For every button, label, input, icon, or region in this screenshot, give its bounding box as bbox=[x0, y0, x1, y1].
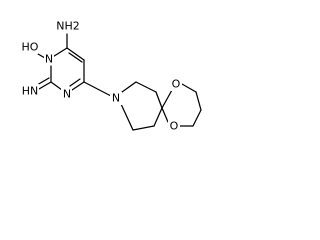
bond-npip-c-top bbox=[121, 81, 137, 93]
bond-c2-imine-double bbox=[36, 77, 50, 86]
bond-c6-npip bbox=[83, 81, 112, 97]
atom-n-ring: N bbox=[61, 88, 72, 101]
label-n-pip: N bbox=[112, 92, 120, 105]
bond-o-lower-spiro bbox=[161, 107, 169, 123]
bond-c4-c5-double bbox=[68, 52, 83, 63]
atom-n-pip: N bbox=[110, 92, 122, 105]
label-n-ring: N bbox=[63, 88, 71, 101]
atom-o-lower: O bbox=[168, 120, 180, 133]
label-nh2-top: NH2 bbox=[56, 20, 80, 33]
bond-spiro-o-upper bbox=[161, 89, 173, 109]
bond-c-bot-npip bbox=[120, 103, 134, 131]
atom-hn-imine: HN bbox=[22, 84, 39, 98]
bond-c2-imine bbox=[38, 81, 52, 90]
bond-n1-c2 bbox=[50, 81, 63, 91]
atom-o-upper: O bbox=[170, 78, 182, 91]
chemical-structure-diagram: NH2 N HO HN N N O O bbox=[21, 18, 202, 133]
label-hn-imine: HN bbox=[22, 85, 39, 98]
bond-c-botright-c-bot bbox=[132, 125, 155, 131]
bond-c-right-c bbox=[192, 109, 202, 127]
bond-n3-oh bbox=[37, 53, 46, 59]
atom-n-oh: N bbox=[44, 53, 54, 66]
bond-spiro-c-botright bbox=[153, 107, 163, 127]
bond-c4-c5 bbox=[66, 47, 85, 61]
bond-c-top-c-topright bbox=[135, 81, 157, 93]
bond-layer bbox=[36, 33, 202, 131]
label-oh: HO bbox=[22, 41, 39, 54]
atom-nh2-top: NH2 bbox=[56, 18, 80, 33]
bond-c6-n1-double bbox=[69, 78, 81, 87]
atom-layer: NH2 N HO HN N N O O bbox=[21, 18, 182, 133]
bond-c-topright-spiro bbox=[155, 91, 163, 109]
atom-oh: HO bbox=[21, 41, 39, 54]
label-o-lower: O bbox=[170, 120, 179, 133]
label-o-upper: O bbox=[172, 78, 181, 91]
label-n-oh: N bbox=[45, 53, 53, 66]
bond-o-upper-c bbox=[181, 83, 197, 93]
bond-c-c-right bbox=[195, 91, 202, 111]
bond-c6-n1 bbox=[71, 81, 85, 91]
